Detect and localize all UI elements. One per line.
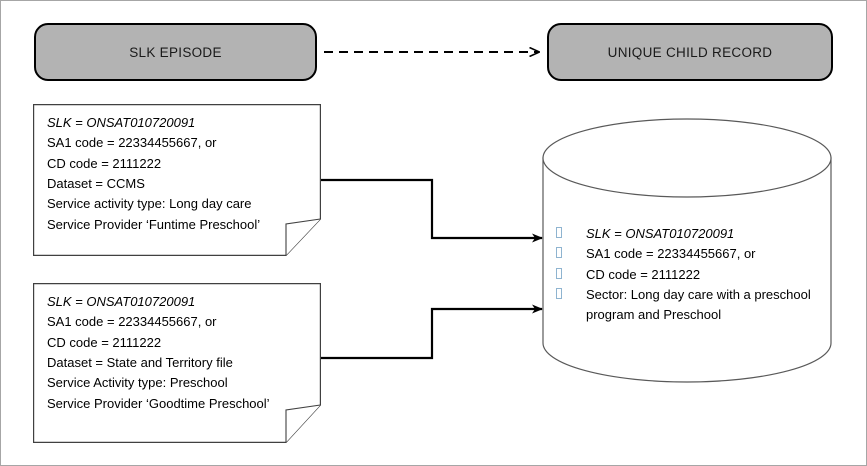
list-item: SLK = ONSAT010720091: [556, 224, 822, 244]
bullet-icon: [556, 224, 586, 243]
note-line: CD code = 2111222: [47, 155, 162, 171]
list-item-label: CD code = 2111222: [586, 266, 701, 282]
note-line: Service activity type: Long day care: [47, 196, 252, 212]
note-line: Service Provider ‘Funtime Preschool’: [47, 216, 261, 232]
database-cylinder[interactable]: SLK = ONSAT010720091 SA1 code = 22334455…: [542, 118, 832, 383]
box-slk-episode-label: SLK EPISODE: [129, 44, 222, 60]
note-line: CD code = 2111222: [47, 334, 162, 350]
box-slk-episode[interactable]: SLK EPISODE: [34, 23, 317, 81]
note-line: SLK = ONSAT010720091: [47, 115, 196, 130]
note-state-territory-text: SLK = ONSAT010720091 SA1 code = 22334455…: [47, 292, 311, 414]
box-unique-child-record[interactable]: UNIQUE CHILD RECORD: [547, 23, 833, 81]
list-item-label: Sector: Long day care with a preschool p…: [586, 286, 811, 323]
database-cylinder-shape: [542, 118, 832, 383]
bullet-icon: [556, 244, 586, 263]
connector-note-ccms-to-database: [321, 178, 543, 243]
box-unique-child-record-label: UNIQUE CHILD RECORD: [607, 44, 773, 60]
list-item-label: SA1 code = 22334455667, or: [586, 246, 756, 262]
list-item: Sector: Long day care with a preschool p…: [556, 285, 822, 326]
note-ccms-shape: [33, 104, 321, 256]
note-line: Service Provider ‘Goodtime Preschool’: [47, 395, 270, 411]
list-item: CD code = 2111222: [556, 265, 822, 285]
note-ccms-text: SLK = ONSAT010720091 SA1 code = 22334455…: [47, 113, 311, 235]
note-line: Dataset = State and Territory file: [47, 355, 233, 371]
note-ccms[interactable]: SLK = ONSAT010720091 SA1 code = 22334455…: [33, 104, 321, 256]
note-line: Service Activity type: Preschool: [47, 375, 228, 391]
bullet-icon: [556, 265, 586, 284]
note-line: SLK = ONSAT010720091: [47, 294, 196, 309]
database-record-list: SLK = ONSAT010720091 SA1 code = 22334455…: [556, 224, 822, 325]
note-state-territory[interactable]: SLK = ONSAT010720091 SA1 code = 22334455…: [33, 283, 321, 443]
bullet-icon: [556, 285, 586, 304]
note-line: SA1 code = 22334455667, or: [47, 314, 217, 330]
note-line: Dataset = CCMS: [47, 176, 145, 192]
list-item-label: SLK = ONSAT010720091: [586, 226, 735, 241]
note-line: SA1 code = 22334455667, or: [47, 135, 217, 151]
list-item: SA1 code = 22334455667, or: [556, 244, 822, 264]
connector-note-state-territory-to-database: [321, 304, 543, 360]
note-state-territory-shape: [33, 283, 321, 443]
